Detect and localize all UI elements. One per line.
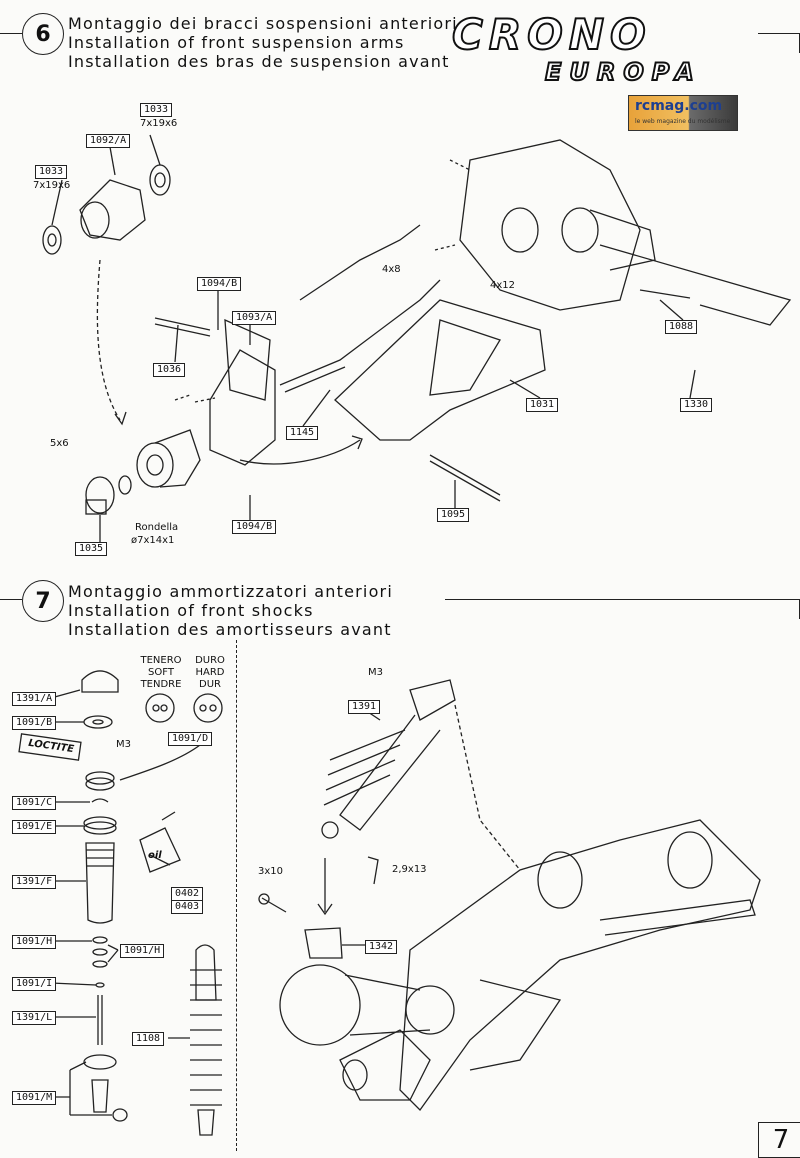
part-1033-top: 1033 bbox=[140, 103, 173, 117]
size-4x12: 4x12 bbox=[490, 280, 516, 291]
part-1145: 1145 bbox=[286, 426, 319, 440]
part-1091c: 1091/C bbox=[12, 796, 57, 810]
duro-label-it: DURO bbox=[195, 655, 225, 666]
m3-label-right: M3 bbox=[368, 667, 383, 678]
step7-number: 7 bbox=[22, 580, 64, 622]
rondella-size: ø7x14x1 bbox=[131, 535, 175, 546]
part-1035: 1035 bbox=[75, 542, 108, 556]
part-0402: 0402 bbox=[171, 887, 204, 901]
size-3x10: 3x10 bbox=[258, 866, 284, 877]
part-1095: 1095 bbox=[437, 508, 470, 522]
part-1094b-top: 1094/B bbox=[197, 277, 242, 291]
part-0403: 0403 bbox=[171, 900, 204, 914]
duro-label-fr: DUR bbox=[199, 679, 221, 690]
rondella-label: Rondella bbox=[135, 522, 179, 533]
part-1391f: 1391/F bbox=[12, 875, 57, 889]
part-1093a: 1093/A bbox=[232, 311, 277, 325]
oil-label: oil bbox=[148, 850, 162, 861]
rcmag-logo-tagline: le web magazine du modélisme bbox=[635, 118, 731, 125]
part-1391l: 1391/L bbox=[12, 1011, 57, 1025]
part-1091i: 1091/I bbox=[12, 977, 57, 991]
tenero-label-it: TENERO bbox=[140, 655, 182, 666]
step6-title-en: Installation of front suspension arms bbox=[68, 33, 405, 52]
size-7x19x6-left: 7x19x6 bbox=[33, 180, 71, 191]
page-number: 7 bbox=[758, 1122, 800, 1158]
rcmag-logo: rcmag.com le web magazine du modélisme bbox=[628, 95, 738, 131]
part-1091h-left: 1091/H bbox=[12, 935, 57, 949]
part-1091d: 1091/D bbox=[168, 732, 213, 746]
step7-header-rule-right bbox=[445, 599, 800, 600]
part-1033-left: 1033 bbox=[35, 165, 68, 179]
step7-title-en: Installation of front shocks bbox=[68, 601, 314, 620]
size-2-9x13: 2,9x13 bbox=[392, 864, 427, 875]
m3-label-left: M3 bbox=[116, 739, 131, 750]
duro-label-en: HARD bbox=[195, 667, 225, 678]
crono-logo: CRONO bbox=[451, 9, 652, 60]
size-5x6: 5x6 bbox=[50, 438, 69, 449]
part-1342: 1342 bbox=[365, 940, 398, 954]
step6-title-fr: Installation des bras de suspension avan… bbox=[68, 52, 450, 71]
part-1391: 1391 bbox=[348, 700, 381, 714]
tenero-label-fr: TENDRE bbox=[140, 679, 182, 690]
rcmag-logo-text: rcmag.com bbox=[635, 98, 723, 114]
part-1091b: 1091/B bbox=[12, 716, 57, 730]
part-1091e: 1091/E bbox=[12, 820, 57, 834]
part-1330: 1330 bbox=[680, 398, 713, 412]
step6-title-it: Montaggio dei bracci sospensioni anterio… bbox=[68, 14, 458, 33]
part-1092a: 1092/A bbox=[86, 134, 131, 148]
step6-number: 6 bbox=[22, 13, 64, 55]
step6-header-rule-right bbox=[758, 33, 800, 34]
step6-header-rule-left bbox=[0, 33, 22, 34]
part-1091m: 1091/M bbox=[12, 1091, 57, 1105]
tenero-label-en: SOFT bbox=[148, 667, 174, 678]
step7-title-fr: Installation des amortisseurs avant bbox=[68, 620, 392, 639]
part-1031: 1031 bbox=[526, 398, 559, 412]
part-1036: 1036 bbox=[153, 363, 186, 377]
step7-title-it: Montaggio ammortizzatori anteriori bbox=[68, 582, 393, 601]
part-1094b-bottom: 1094/B bbox=[232, 520, 277, 534]
europa-logo: EUROPA bbox=[544, 57, 702, 87]
part-1108: 1108 bbox=[132, 1032, 165, 1046]
step7-header-rule-left bbox=[0, 599, 22, 600]
part-1091h-right: 1091/H bbox=[120, 944, 165, 958]
part-1391a: 1391/A bbox=[12, 692, 57, 706]
part-1088: 1088 bbox=[665, 320, 698, 334]
size-7x19x6-top: 7x19x6 bbox=[140, 118, 178, 129]
step7-divider bbox=[236, 640, 237, 1151]
size-4x8: 4x8 bbox=[382, 264, 401, 275]
